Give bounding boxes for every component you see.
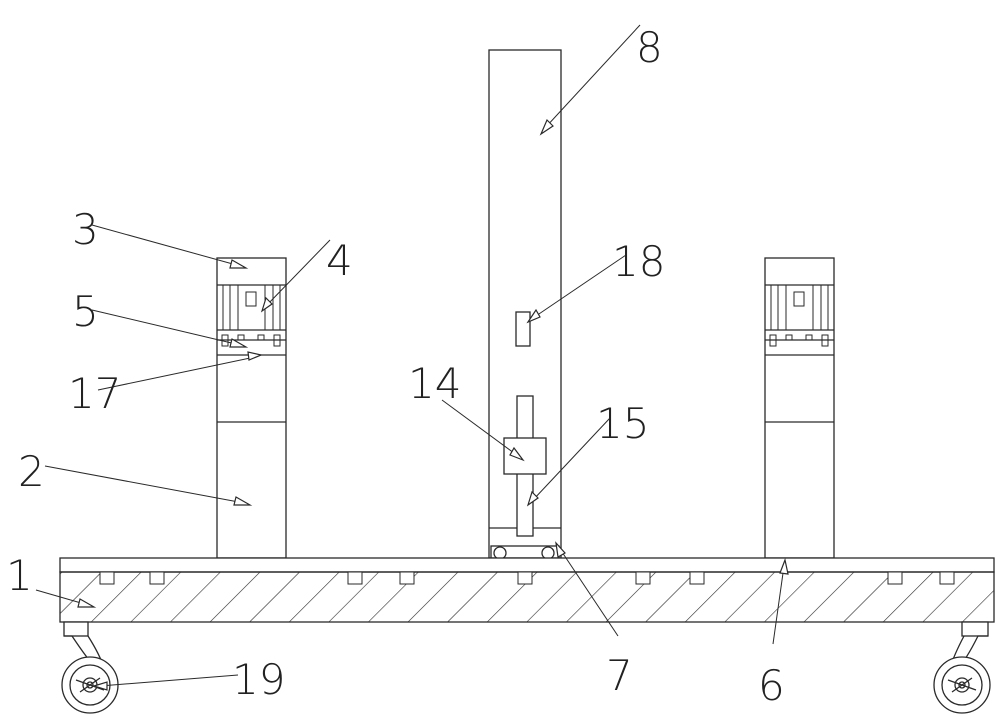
label-4: 4	[326, 236, 353, 285]
screw-assembly	[503, 395, 547, 537]
base-plate	[59, 557, 995, 637]
label-5: 5	[72, 287, 99, 336]
label-8: 8	[636, 23, 663, 72]
left-caster-wheel	[61, 635, 119, 714]
label-1: 1	[6, 551, 33, 600]
label-3: 3	[72, 205, 99, 254]
label-14: 14	[408, 359, 461, 408]
label-6: 6	[758, 661, 785, 710]
part-labels: 8 3 4 5 17 2 18 14 15 1 7 6 19	[6, 23, 785, 710]
leader-lines	[35, 24, 789, 691]
label-7: 7	[606, 651, 633, 700]
slider-18	[515, 311, 531, 347]
column-rollers	[490, 545, 560, 560]
label-18: 18	[612, 237, 665, 286]
right-post	[764, 257, 835, 559]
left-post	[216, 257, 287, 559]
right-caster-wheel	[933, 635, 991, 714]
label-2: 2	[18, 447, 45, 496]
label-19: 19	[232, 655, 285, 704]
label-15: 15	[596, 399, 649, 448]
label-17: 17	[68, 369, 121, 418]
